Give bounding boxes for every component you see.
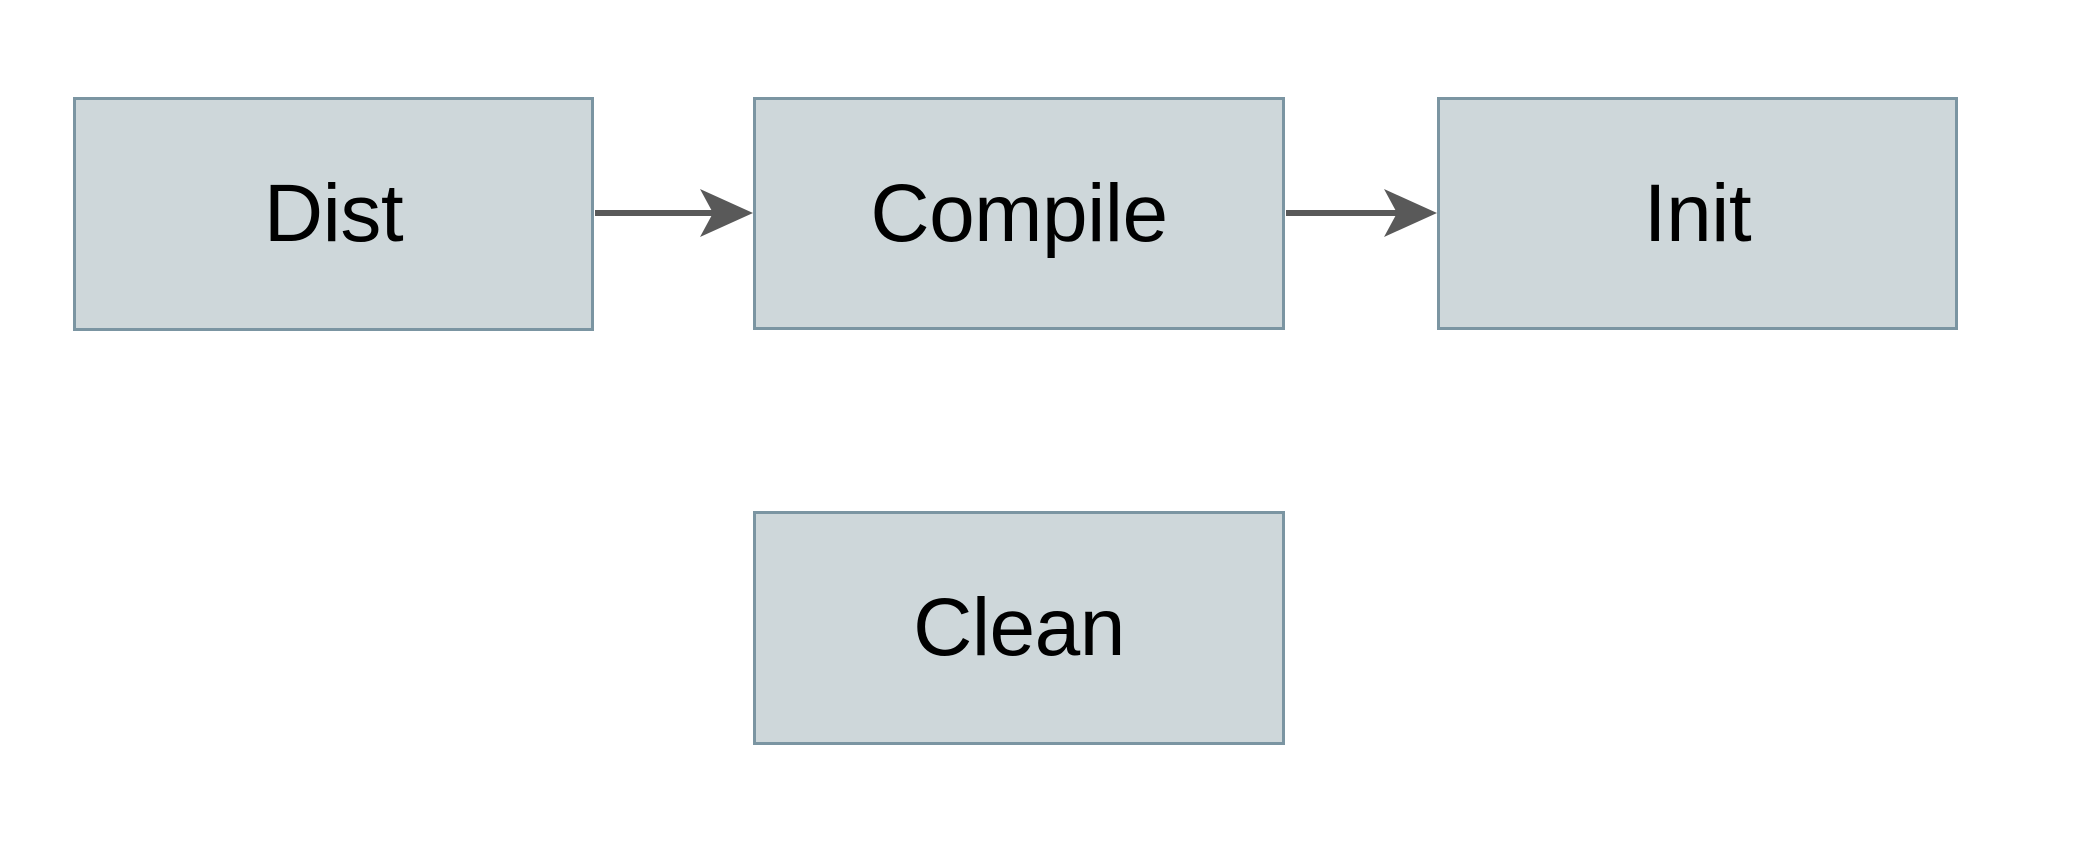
- node-dist[interactable]: Dist: [73, 97, 594, 331]
- node-clean-label: Clean: [913, 582, 1125, 673]
- node-init[interactable]: Init: [1437, 97, 1958, 330]
- arrowhead-icon: [700, 189, 753, 237]
- node-dist-label: Dist: [263, 168, 404, 259]
- node-init-label: Init: [1643, 167, 1752, 259]
- node-clean[interactable]: Clean: [753, 511, 1285, 745]
- edge-dist-to-compile[interactable]: [595, 189, 753, 237]
- edge-compile-to-init[interactable]: [1286, 189, 1437, 237]
- node-compile[interactable]: Compile: [753, 97, 1285, 330]
- arrowhead-icon: [1384, 189, 1437, 237]
- node-compile-label: Compile: [870, 167, 1168, 259]
